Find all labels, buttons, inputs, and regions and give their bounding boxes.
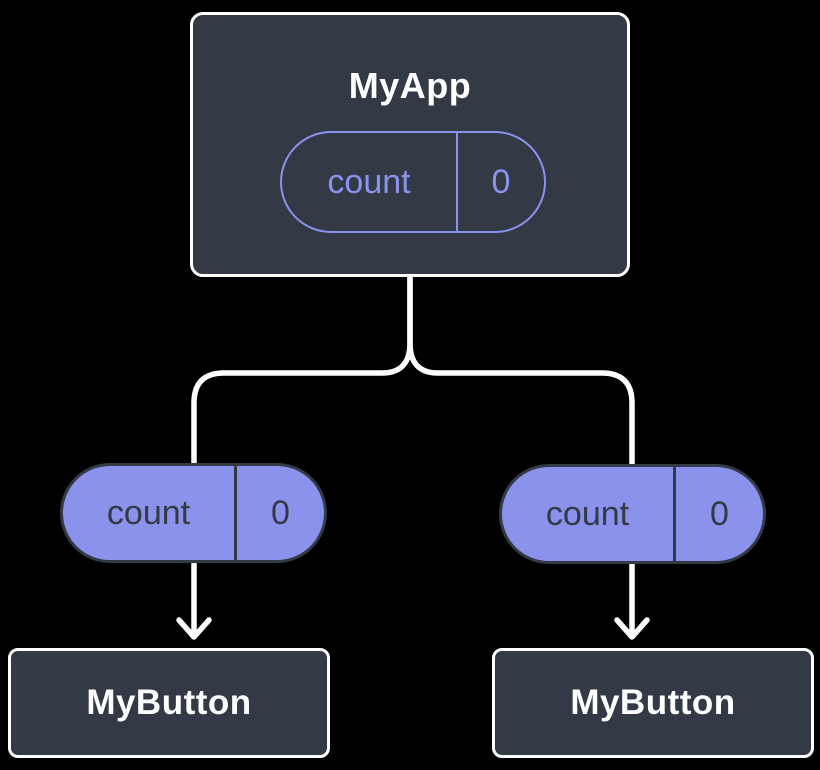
prop-name-label: count <box>545 494 630 533</box>
child-component-node-right: MyButton <box>492 648 814 758</box>
root-node-title: MyApp <box>348 65 472 106</box>
branch-left-line <box>191 277 413 468</box>
state-value-label: 0 <box>456 133 544 231</box>
child-component-node-left: MyButton <box>8 648 330 758</box>
root-state-pill: count 0 <box>280 131 546 233</box>
arrow-right-head-icon <box>614 617 650 640</box>
prop-pill-left: count 0 <box>60 463 327 563</box>
branch-right-line <box>407 277 635 468</box>
prop-pill-right: count 0 <box>499 464 766 564</box>
arrow-left-head-icon <box>176 617 212 640</box>
prop-name-label: count <box>106 493 191 532</box>
state-name-label: count <box>327 162 411 201</box>
child-node-title: MyButton <box>86 683 252 722</box>
prop-value-label: 0 <box>673 467 763 561</box>
child-node-title: MyButton <box>570 683 736 722</box>
root-component-node: MyApp count 0 <box>190 12 630 277</box>
prop-value-label: 0 <box>234 466 324 560</box>
